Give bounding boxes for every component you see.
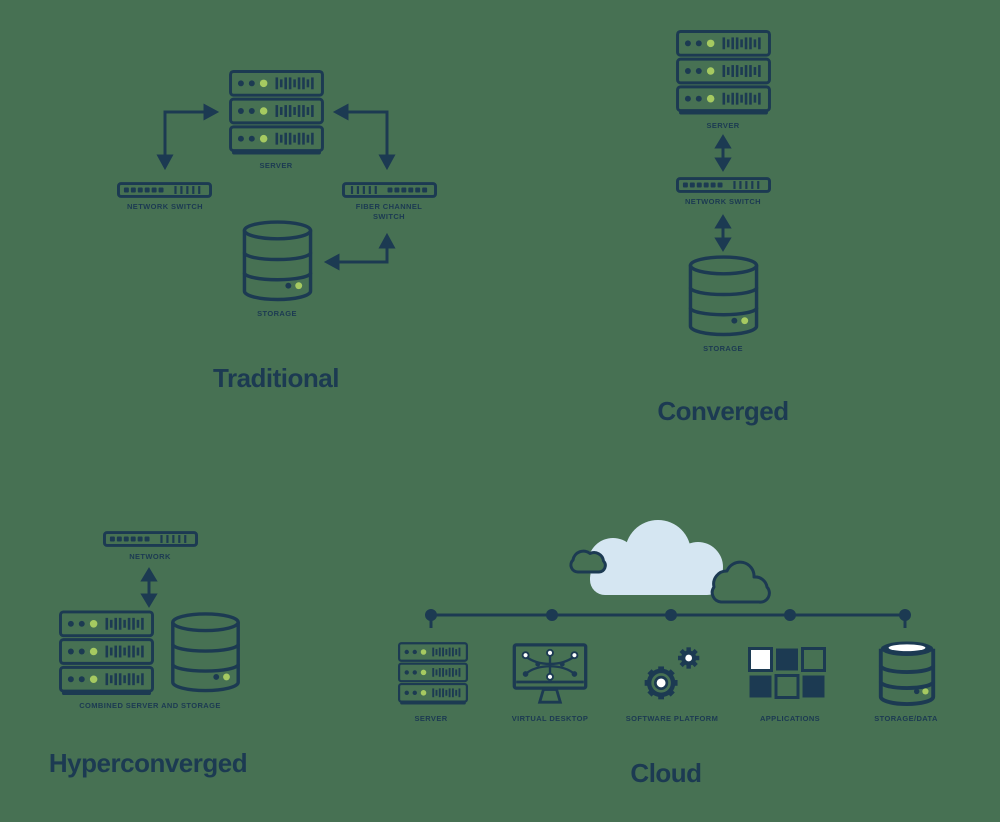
network-switch-icon — [117, 182, 212, 198]
arrow-traditional-switch-server — [156, 103, 220, 171]
network-switch-icon — [103, 531, 198, 547]
label-converged-server: SERVER — [706, 121, 740, 130]
arrow-hyperconverged-network-combined — [140, 567, 158, 608]
server-icon — [398, 642, 468, 705]
network-switch-icon — [676, 177, 771, 193]
label-converged-network-switch: NETWORK SWITCH — [684, 197, 761, 206]
title-hyperconverged: Hyperconverged — [48, 748, 248, 778]
label-cloud-software-platform: SOFTWARE PLATFORM — [625, 714, 719, 723]
arrow-traditional-fiber-server — [332, 103, 396, 171]
applications-icon — [748, 647, 826, 700]
title-converged: Converged — [657, 396, 789, 426]
label-hyperconverged-combined: COMBINED SERVER AND STORAGE — [79, 701, 221, 710]
label-cloud-server: SERVER — [414, 714, 448, 723]
virtual-desktop-icon — [512, 643, 588, 705]
label-cloud-storage-data: STORAGE/DATA — [874, 714, 938, 723]
title-traditional: Traditional — [213, 363, 339, 393]
label-traditional-fiber-channel-switch: FIBER CHANNEL SWITCH — [355, 202, 423, 221]
storage-icon — [687, 255, 760, 338]
cloud-icon — [565, 515, 780, 610]
arrow-converged-server-switch — [714, 134, 732, 172]
label-traditional-storage: STORAGE — [257, 309, 297, 318]
storage-icon — [241, 220, 314, 303]
label-converged-storage: STORAGE — [703, 344, 743, 353]
label-traditional-server: SERVER — [259, 161, 293, 170]
label-hyperconverged-network: NETWORK — [129, 552, 171, 561]
server-icon — [229, 70, 324, 155]
label-traditional-network-switch: NETWORK SWITCH — [126, 202, 203, 211]
server-icon — [676, 30, 771, 115]
title-cloud: Cloud — [630, 758, 702, 788]
label-cloud-virtual-desktop: VIRTUAL DESKTOP — [511, 714, 589, 723]
storage-icon — [169, 612, 242, 694]
arrow-traditional-fiber-storage — [323, 232, 396, 271]
server-icon — [59, 610, 154, 696]
label-cloud-applications: APPLICATIONS — [759, 714, 821, 723]
software-platform-icon — [638, 644, 702, 704]
cloud-bus-line — [425, 609, 911, 628]
fiber-channel-switch-icon — [342, 182, 437, 198]
arrow-converged-switch-storage — [714, 214, 732, 252]
storage-data-icon — [877, 640, 937, 706]
